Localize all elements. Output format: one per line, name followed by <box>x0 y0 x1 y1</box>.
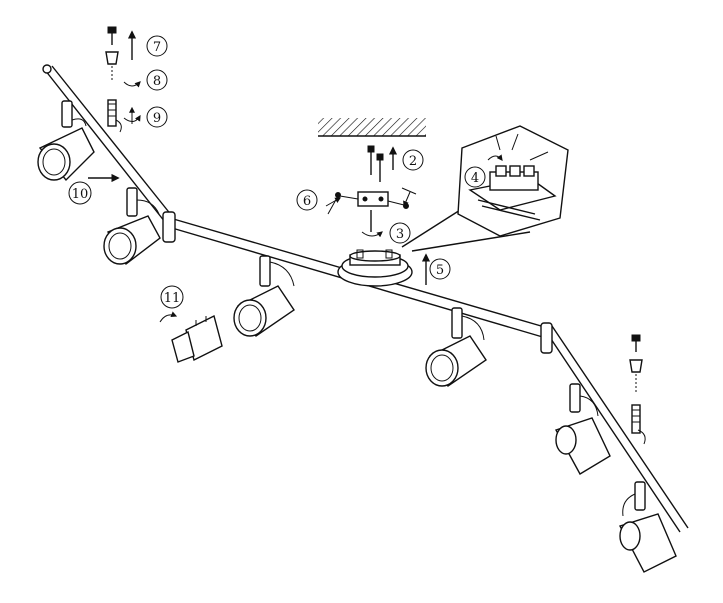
screw-detail-right <box>629 334 646 445</box>
step-5: 5 <box>429 258 451 280</box>
spotlight-2 <box>103 187 161 266</box>
spotlight-5 <box>554 383 611 475</box>
mounting-bracket <box>325 145 417 238</box>
svg-text:6: 6 <box>303 194 311 209</box>
spotlight-6 <box>618 481 677 573</box>
step-8: 8 <box>146 69 168 91</box>
step-11: 11 <box>160 285 184 309</box>
joint-right <box>540 322 553 354</box>
ceiling-surface <box>318 118 426 137</box>
step-4: 4 <box>464 166 486 188</box>
step-9: 9 <box>146 106 168 128</box>
svg-text:9: 9 <box>153 111 161 126</box>
step-6: 6 <box>296 189 318 211</box>
svg-text:5: 5 <box>436 263 444 278</box>
joint-left <box>162 211 176 243</box>
ceiling-canopy <box>337 249 413 287</box>
step-2: 2 <box>402 149 424 171</box>
svg-text:2: 2 <box>409 154 417 169</box>
svg-text:4: 4 <box>471 171 479 186</box>
svg-text:3: 3 <box>396 227 404 242</box>
spotlight-4 <box>425 307 487 387</box>
svg-text:7: 7 <box>153 40 161 55</box>
spotlight-3 <box>233 255 295 337</box>
step-3: 3 <box>389 222 411 244</box>
screw-detail-left <box>105 26 141 133</box>
step-10: 10 <box>68 181 92 205</box>
step-7: 7 <box>146 35 168 57</box>
svg-text:11: 11 <box>164 291 181 306</box>
step-labels: 7 8 9 10 2 3 4 5 <box>68 35 486 309</box>
bulb-detail <box>159 311 223 363</box>
terminal-block-callout <box>401 125 569 252</box>
spotlight-1 <box>37 100 95 182</box>
svg-text:10: 10 <box>72 187 89 202</box>
svg-text:8: 8 <box>153 74 161 89</box>
